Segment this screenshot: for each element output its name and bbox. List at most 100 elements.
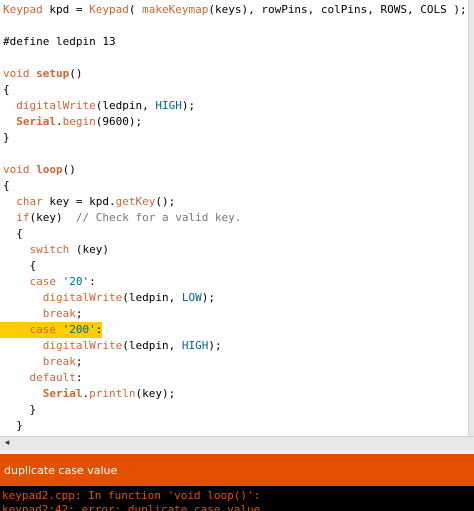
scroll-left-arrow-icon[interactable]: ◂ [4,438,10,448]
code-token: if [16,211,30,224]
code-token: } [3,403,37,416]
code-token: break [42,307,76,320]
code-token [3,211,16,224]
code-token: (ledpin, [122,291,182,304]
code-token: ( [128,3,143,16]
code-token: } [3,131,10,144]
code-token [3,323,30,336]
code-line-content: Serial.begin(9600); [3,115,142,128]
code-token [3,307,43,320]
code-line: void loop() [3,162,468,178]
code-token: () [69,67,83,80]
code-line [3,50,468,66]
code-line: void setup() [3,66,468,82]
code-line: Keypad kpd = Keypad( makeKeymap(keys), r… [3,2,468,18]
code-token [56,323,63,336]
code-line: char key = kpd.getKey(); [3,194,468,210]
code-token: { [3,227,23,240]
code-token: ); [181,99,196,112]
code-line-content: digitalWrite(ledpin, HIGH); [3,339,222,352]
code-token: (keys), rowPins, colPins, ROWS, COLS ); [208,3,467,16]
code-line: { [3,82,468,98]
code-token: // Check for a valid key. [75,211,242,224]
code-line-content: default: [3,371,83,384]
horizontal-scrollbar[interactable]: ◂ [0,436,474,450]
code-token: HIGH [181,339,209,352]
code-token: { [3,179,10,192]
code-line-content: { [3,227,23,240]
code-token: case [29,275,57,288]
code-token: makeKeymap [142,3,209,16]
code-line: digitalWrite(ledpin, HIGH); [3,338,468,354]
code-token: break [42,355,76,368]
code-token: ); [201,291,215,304]
console-line: keypad2:42: error: duplicate case value [2,503,261,511]
code-token: . [82,387,90,400]
code-line: digitalWrite(ledpin, LOW); [3,290,468,306]
code-token: : [75,371,83,384]
code-token: setup [36,67,70,80]
code-token: println [89,387,136,400]
code-line-content: { [3,83,10,96]
code-token: '200' [62,323,96,336]
panel-divider[interactable] [0,450,474,454]
code-line: { [3,226,468,242]
code-token: (ledpin, [122,339,182,352]
code-token: getKey [115,195,156,208]
code-line: digitalWrite(ledpin, HIGH); [3,98,468,114]
code-line: if(key) // Check for a valid key. [3,210,468,226]
code-token: (9600); [95,115,143,128]
code-token: LOW [181,291,202,304]
code-line-content: { [3,179,10,192]
code-line [3,146,468,162]
code-token: key = kpd. [42,195,116,208]
code-line: } [3,130,468,146]
code-token: Keypad [89,3,129,16]
code-token: (key) [29,211,76,224]
code-token: { [3,259,37,272]
code-line: } [3,418,468,434]
code-token: '20' [62,275,90,288]
code-token: { [3,83,10,96]
code-line: #define ledpin 13 [3,34,468,50]
code-line-content: break; [3,355,83,368]
code-token: ; [75,307,83,320]
code-line: { [3,258,468,274]
code-line-content: case '20': [3,275,96,288]
code-line: { [3,178,468,194]
code-line-content: if(key) // Check for a valid key. [3,211,241,224]
code-token: switch [29,243,70,256]
code-token: case [29,323,57,336]
code-token: Keypad [3,3,43,16]
code-token [3,195,16,208]
console-output[interactable]: keypad2.cpp: In function 'void loop()':k… [0,486,474,511]
code-token: digitalWrite [42,291,123,304]
code-line-content: Keypad kpd = Keypad( makeKeymap(keys), r… [3,3,467,16]
code-token [3,339,43,352]
code-line-content: char key = kpd.getKey(); [3,195,175,208]
code-token [3,115,16,128]
code-token: : [95,323,103,336]
code-line-content: digitalWrite(ledpin, LOW); [3,291,215,304]
code-token: Serial [42,387,83,400]
code-line: break; [3,306,468,322]
code-line: default: [3,370,468,386]
vertical-scrollbar[interactable] [468,0,474,436]
code-token: : [89,275,96,288]
code-line-content: case '200': [0,322,103,338]
code-token: (ledpin, [95,99,156,112]
code-token: ); [208,339,222,352]
code-line-content: switch (key) [3,243,110,256]
code-line: Serial.begin(9600); [3,114,468,130]
code-token [3,291,43,304]
code-line-highlighted: case '200': [0,322,468,338]
code-line-content: break; [3,307,83,320]
code-token: #define ledpin 13 [3,35,116,48]
code-line-content: { [3,259,36,272]
code-token [3,371,30,384]
code-line: switch (key) [3,242,468,258]
code-token: default [29,371,76,384]
code-token: void [3,163,30,176]
code-token [3,275,30,288]
code-editor[interactable]: Keypad kpd = Keypad( makeKeymap(keys), r… [0,0,468,436]
